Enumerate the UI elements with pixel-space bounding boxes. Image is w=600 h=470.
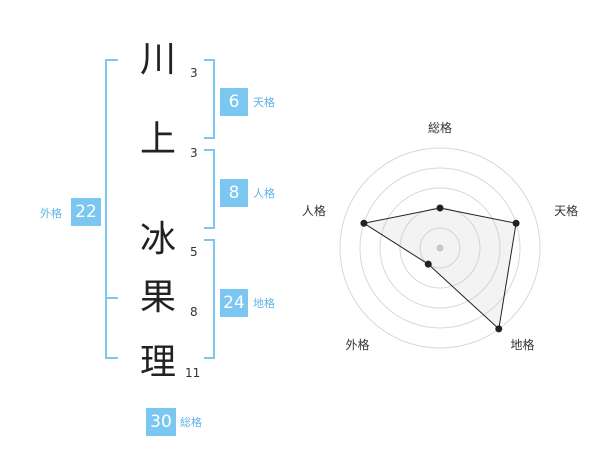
- gaikaku-label: 外格: [40, 207, 62, 220]
- radar-axis-label-5: 人格: [302, 203, 326, 218]
- stroke-count-3: 5: [190, 245, 198, 259]
- radar-series-polygon: [362, 207, 517, 330]
- name-char-1: 川: [140, 39, 177, 80]
- radar-ring-3: [379, 187, 501, 309]
- name-char-3: 冰: [140, 219, 177, 260]
- radar-axis-label-4: 外格: [345, 337, 369, 352]
- soukaku-value-box: 30: [146, 408, 176, 436]
- jinkaku-bracket: [204, 149, 215, 229]
- radar-center-dot: [436, 244, 444, 252]
- radar-ring-4: [359, 167, 521, 329]
- name-char-5: 理: [140, 342, 177, 383]
- stroke-count-4: 8: [190, 305, 198, 319]
- tenkaku-label: 天格: [253, 96, 275, 109]
- tenkaku-value-box: 6: [220, 88, 248, 116]
- gaikaku-value-box: 22: [71, 198, 101, 226]
- stroke-count-1: 3: [190, 66, 198, 80]
- radar-point-1: [436, 204, 444, 212]
- radar-point-2: [512, 219, 520, 227]
- radar-axis-label-1: 総格: [428, 120, 452, 135]
- soukaku-label: 総格: [180, 416, 202, 429]
- tenkaku-bracket: [204, 59, 215, 139]
- radar-point-5: [360, 219, 368, 227]
- radar-ring-5: [339, 147, 541, 349]
- stroke-count-5: 11: [185, 366, 201, 380]
- chikaku-label: 地格: [253, 297, 275, 310]
- jinkaku-label: 人格: [253, 187, 275, 200]
- gaikaku-bracket: [105, 59, 118, 359]
- radar-point-3: [495, 325, 503, 333]
- name-char-2: 上: [140, 119, 177, 160]
- radar-axis-label-3: 地格: [511, 337, 535, 352]
- jinkaku-value-box: 8: [220, 179, 248, 207]
- chikaku-bracket: [204, 239, 215, 359]
- stroke-count-2: 3: [190, 146, 198, 160]
- chikaku-value-box: 24: [220, 289, 248, 317]
- radar-point-4: [424, 260, 432, 268]
- radar-ring-1: [419, 227, 461, 269]
- name-char-4: 果: [140, 277, 177, 318]
- radar-axis-label-2: 天格: [554, 203, 578, 218]
